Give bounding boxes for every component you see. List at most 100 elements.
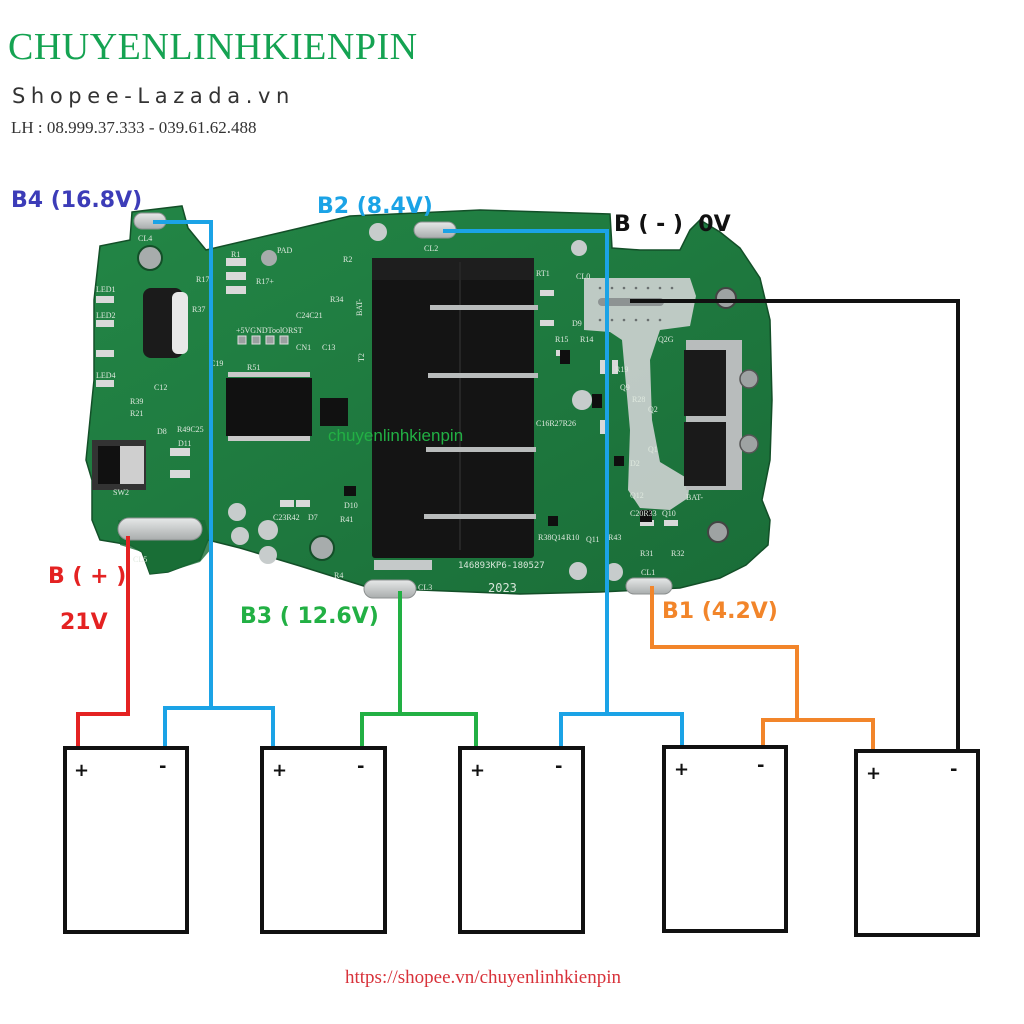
svg-text:R51: R51 [247, 363, 260, 372]
battery-connector-block [372, 258, 538, 558]
wire-b4-branch [209, 706, 275, 750]
svg-text:C13: C13 [322, 343, 335, 352]
cell-1-minus-terminal: - [159, 756, 167, 777]
battery-cell-4: + - [662, 745, 788, 933]
cell-3-plus-terminal: + [470, 760, 486, 781]
svg-text:LED2: LED2 [96, 311, 116, 320]
battery-cell-2: + - [260, 746, 387, 934]
svg-text:CL3: CL3 [418, 583, 432, 592]
svg-text:D10: D10 [344, 501, 358, 510]
board-part-number: 146893KP6-180527 [458, 561, 545, 571]
svg-text:SW2: SW2 [113, 488, 129, 497]
cell-2-minus-terminal: - [357, 756, 365, 777]
svg-text:R1: R1 [231, 250, 240, 259]
brand-title: CHUYENLINHKIENPIN [8, 26, 418, 68]
pad-cl3 [363, 579, 417, 599]
svg-text:Q12: Q12 [630, 491, 644, 500]
svg-text:C19: C19 [210, 359, 223, 368]
svg-text:R32: R32 [671, 549, 684, 558]
battery-cell-1: + - [63, 746, 189, 934]
svg-text:R38Q14: R38Q14 [538, 533, 565, 542]
label-b1: B1 (4.2V) [662, 599, 778, 624]
wire-b3-branch [398, 712, 478, 750]
svg-text:BAT-: BAT- [355, 299, 364, 316]
mosfet-group [684, 287, 759, 543]
svg-text:CL1: CL1 [641, 568, 655, 577]
svg-text:R41: R41 [340, 515, 353, 524]
svg-text:R39: R39 [130, 397, 143, 406]
svg-text:Q2: Q2 [648, 405, 658, 414]
battery-cell-5: + - [854, 749, 980, 937]
cell-1-plus-terminal: + [74, 760, 90, 781]
svg-text:R21: R21 [130, 409, 143, 418]
svg-text:R28: R28 [632, 395, 645, 404]
label-b-negative: B ( - ) 0V [614, 212, 731, 237]
svg-text:R43: R43 [608, 533, 621, 542]
cell-4-minus-terminal: - [757, 755, 765, 776]
contact-phones: LH : 08.999.37.333 - 039.61.62.488 [11, 118, 257, 137]
pad-cl1 [625, 577, 673, 595]
svg-text:Q10: Q10 [662, 509, 676, 518]
silkscreen: CL4 CL2 CL0 CL5 CL3 CL1 PAD R1 R2 R17- R… [96, 234, 703, 595]
svg-text:LED4: LED4 [96, 371, 116, 380]
cell-5-plus-terminal: + [866, 763, 882, 784]
label-b-positive: B ( + ) [48, 564, 127, 589]
svg-text:Q9: Q9 [620, 383, 630, 392]
svg-text:R17+: R17+ [256, 277, 274, 286]
label-b3: B3 ( 12.6V) [240, 604, 379, 629]
svg-text:R4: R4 [334, 571, 343, 580]
battery-cell-3: + - [458, 746, 585, 934]
svg-text:BAT-: BAT- [686, 493, 703, 502]
wire-bneg [630, 299, 960, 753]
wire-b2-branch [605, 712, 684, 749]
svg-text:D2: D2 [630, 459, 640, 468]
label-b4: B4 (16.8V) [11, 188, 143, 213]
svg-text:CL5: CL5 [133, 555, 147, 564]
svg-text:CL4: CL4 [138, 234, 152, 243]
svg-text:R2: R2 [343, 255, 352, 264]
shop-url-link[interactable]: https://shopee.vn/chuyenlinhkienpin [345, 967, 621, 988]
svg-text:R37: R37 [192, 305, 205, 314]
left-components [92, 223, 678, 581]
svg-text:CL0: CL0 [576, 272, 590, 281]
watermark: chuyenlinhkienpin [328, 426, 463, 445]
pad-cl5 [117, 517, 203, 541]
svg-text:CN1: CN1 [296, 343, 311, 352]
cell-3-minus-terminal: - [555, 756, 563, 777]
svg-text:D11: D11 [178, 439, 191, 448]
cell-4-plus-terminal: + [674, 759, 690, 780]
svg-text:C20R33: C20R33 [630, 509, 657, 518]
svg-text:R49C25: R49C25 [177, 425, 204, 434]
svg-text:CL2: CL2 [424, 244, 438, 253]
board-year: 2023 [488, 581, 517, 595]
svg-text:D8: D8 [157, 427, 167, 436]
svg-text:T2: T2 [357, 353, 366, 362]
label-b-positive-voltage: 21V [60, 610, 108, 635]
svg-text:Q11: Q11 [586, 535, 599, 544]
svg-text:R34: R34 [330, 295, 343, 304]
svg-text:Q2G: Q2G [658, 335, 674, 344]
svg-text:R19: R19 [615, 365, 628, 374]
wire-b1 [650, 586, 799, 749]
wire-b1-branch [795, 718, 875, 753]
svg-text:+5VGNDToolORST: +5VGNDToolORST [236, 326, 303, 335]
svg-text:C23R42: C23R42 [273, 513, 300, 522]
svg-text:C12: C12 [154, 383, 167, 392]
svg-text:R14: R14 [580, 335, 593, 344]
svg-text:Q1: Q1 [648, 445, 658, 454]
cell-2-plus-terminal: + [272, 760, 288, 781]
wire-bpos [76, 536, 130, 750]
svg-text:R10: R10 [566, 533, 579, 542]
shop-platforms: Shopee-Lazada.vn [12, 84, 295, 108]
svg-text:RT1: RT1 [536, 269, 550, 278]
svg-text:PAD: PAD [277, 246, 292, 255]
svg-text:C16R27R26: C16R27R26 [536, 419, 576, 428]
svg-text:D9: D9 [572, 319, 582, 328]
cell-5-minus-terminal: - [950, 759, 958, 780]
wire-b3 [360, 591, 402, 750]
label-b2: B2 (8.4V) [317, 194, 433, 219]
svg-text:R31: R31 [640, 549, 653, 558]
svg-text:R17-: R17- [196, 275, 212, 284]
svg-text:R15: R15 [555, 335, 568, 344]
